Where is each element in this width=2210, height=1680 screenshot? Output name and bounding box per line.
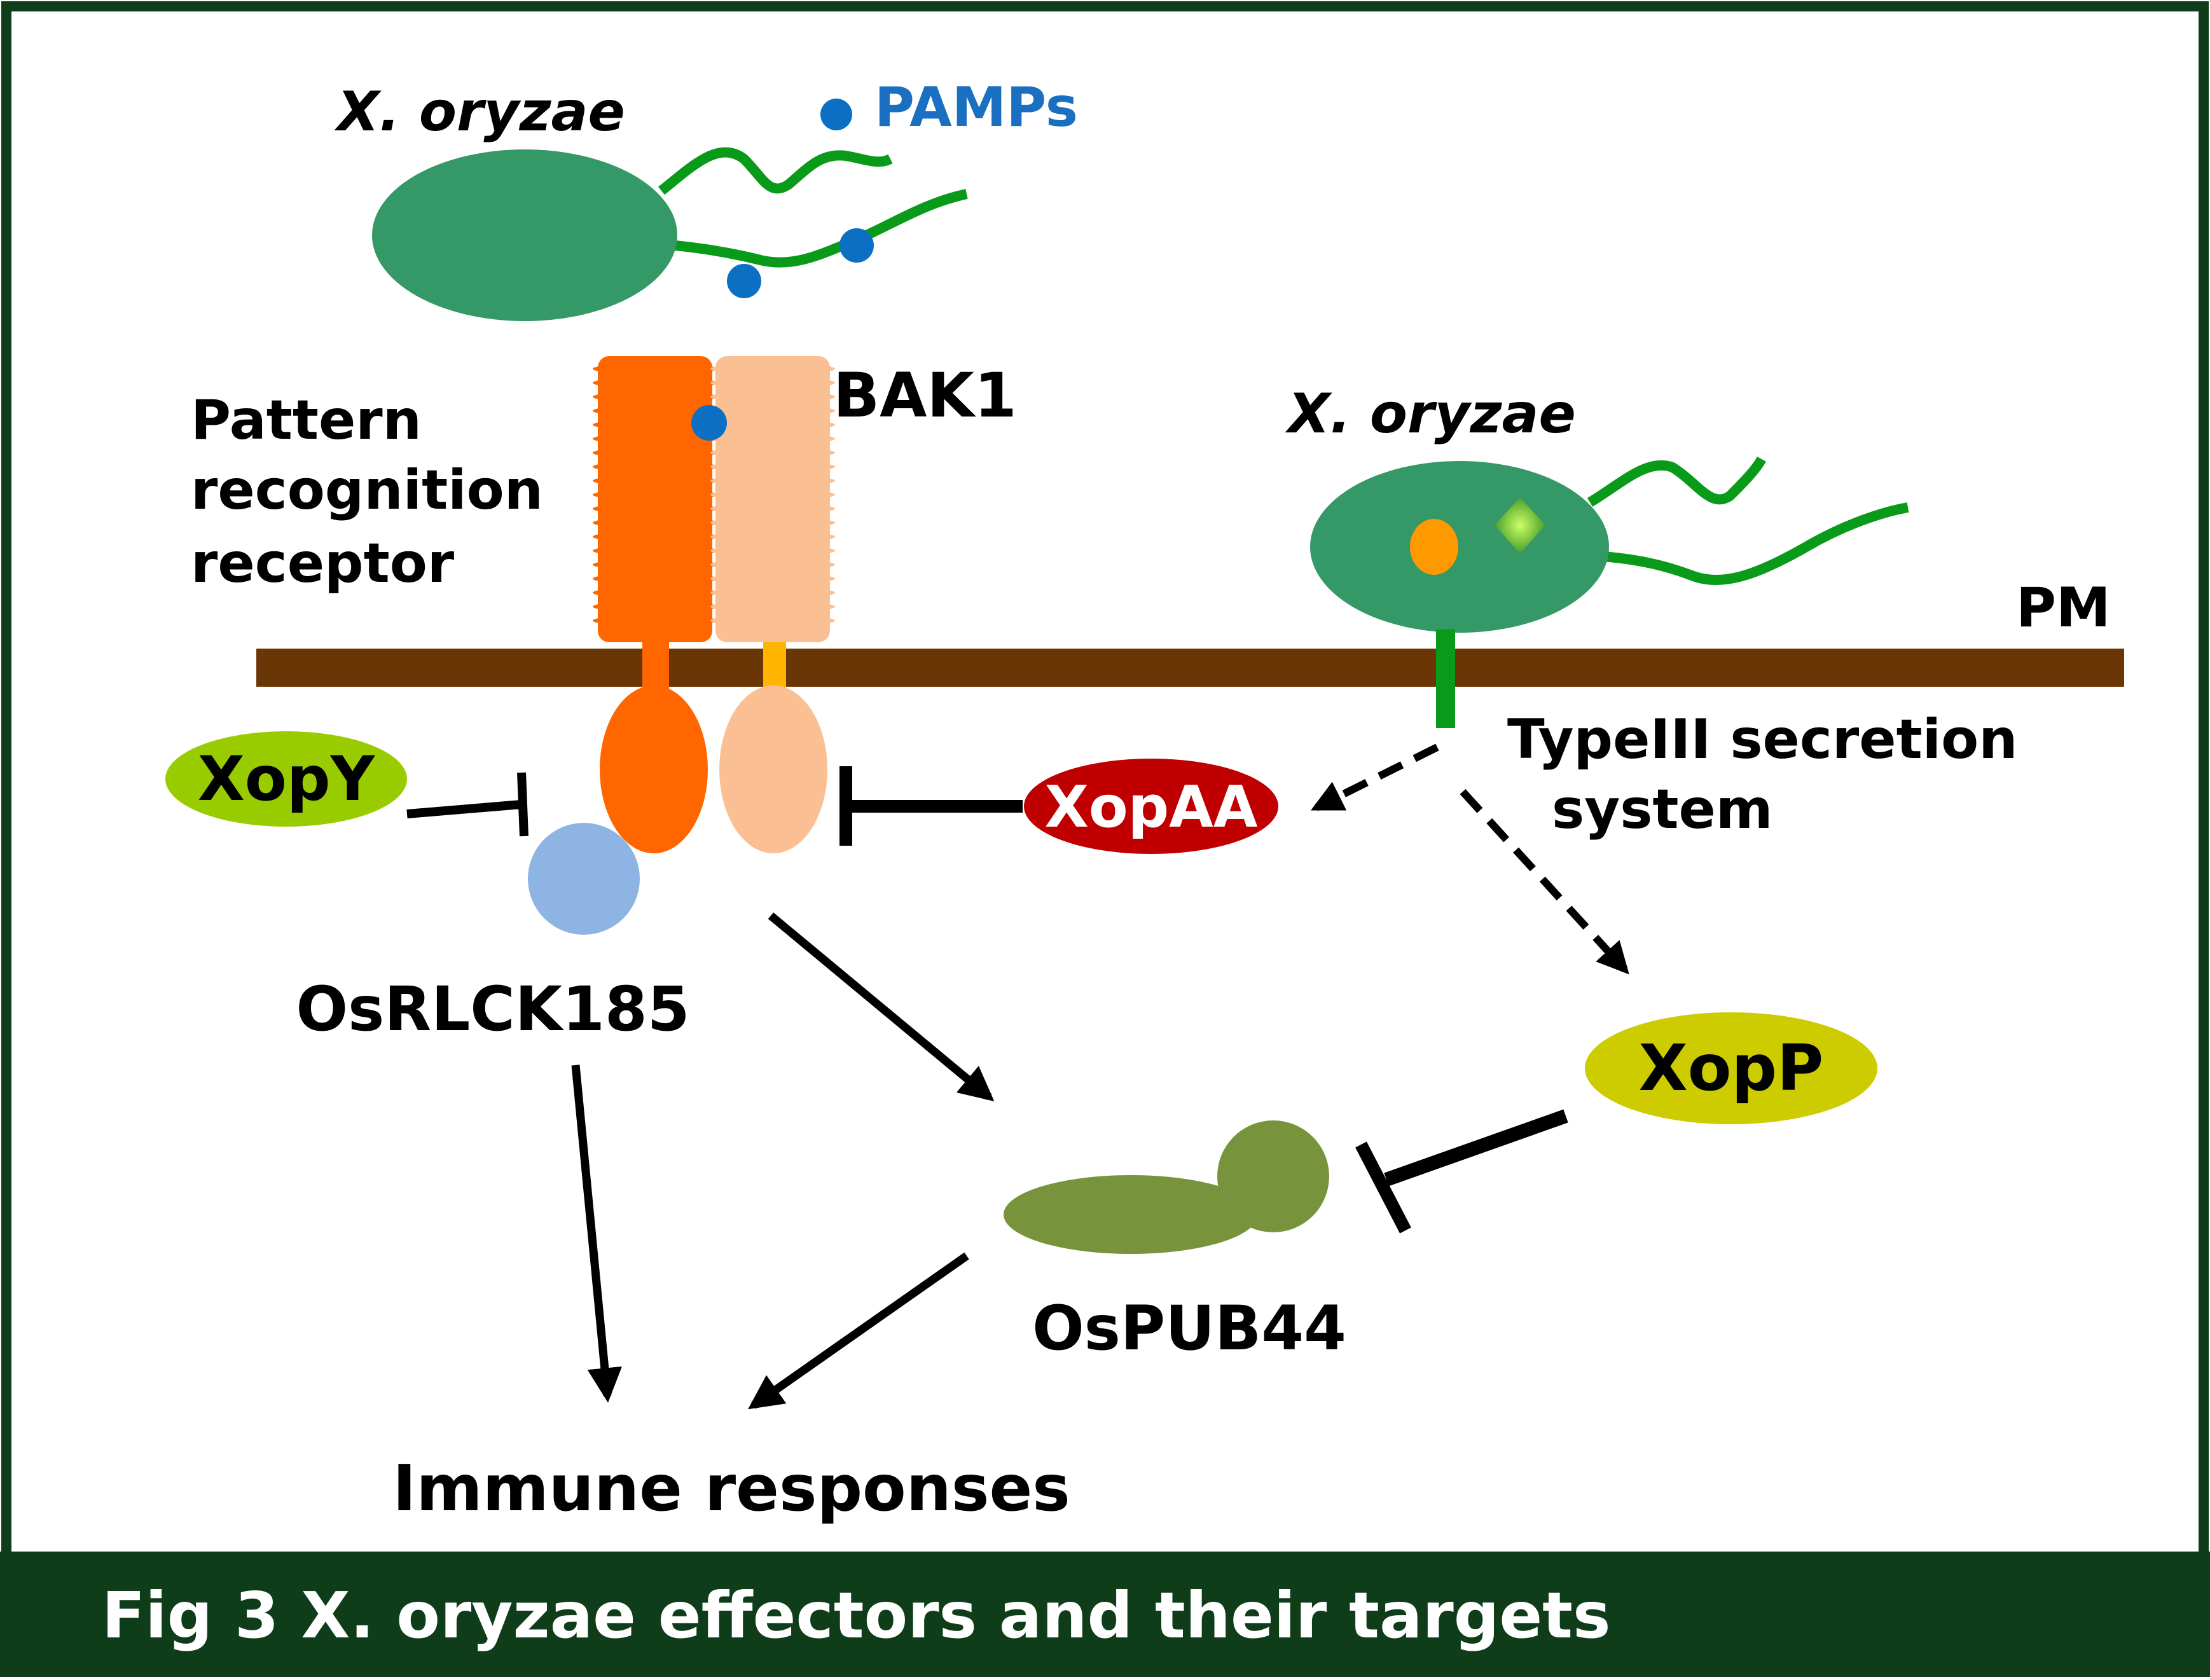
- prr-kinase-domain: [600, 685, 708, 853]
- prr-label-line3: receptor: [191, 532, 455, 595]
- xopp-label: XopP: [1639, 1031, 1824, 1105]
- receptor-ridge: [593, 433, 717, 444]
- receptor-ridge: [710, 587, 835, 598]
- pamp-dot: [839, 228, 874, 263]
- xopy-effector: [165, 731, 407, 827]
- receptor-ridge: [593, 503, 717, 514]
- receptor-ridge: [710, 503, 835, 514]
- secretion-arrow-xopaa: [1310, 743, 1439, 811]
- inhibition-bar: [1355, 1141, 1411, 1234]
- receptor-ridge: [710, 545, 835, 556]
- receptor-ridge: [593, 363, 717, 375]
- bacterium-top-label: X. oryzae: [334, 80, 625, 144]
- inhibition-xopp-ospub44: [1355, 1109, 1568, 1234]
- inhibition-line: [1384, 1109, 1568, 1187]
- flagellum-lower: [667, 189, 968, 268]
- type-iii-secretion-needle: [1436, 630, 1455, 728]
- ospub44-protein: [1004, 1120, 1329, 1254]
- flagellum-upper: [1587, 456, 1766, 507]
- receptor-ridge: [710, 377, 835, 389]
- inhibition-xopy-osrlck185: [406, 772, 528, 837]
- plasma-membrane: [256, 649, 2124, 687]
- bak1-label: BAK1: [833, 360, 1017, 431]
- receptor-ridge: [710, 461, 835, 472]
- immune-responses-label: Immune responses: [392, 1451, 1070, 1525]
- xopy-label: XopY: [198, 743, 376, 815]
- ospub44-domain: [1217, 1120, 1329, 1232]
- arrow-osrlck185-to-immune: [571, 1064, 622, 1403]
- inhibition-bar: [517, 772, 528, 837]
- pamp-dot: [820, 99, 852, 130]
- receptor-ridge: [710, 615, 835, 626]
- receptor-ridge: [710, 419, 835, 430]
- arrow-ospub44-to-immune: [748, 1252, 969, 1410]
- prr-ridges: [593, 363, 717, 626]
- effector-orange: [1410, 519, 1458, 575]
- t3ss-label-line1: TypeIII secretion: [1507, 708, 2017, 771]
- receptor-ridge: [593, 517, 717, 528]
- receptor-ridge: [593, 489, 717, 500]
- pamp-dot: [727, 264, 761, 298]
- bacterium-body-top: [372, 149, 677, 321]
- receptor-ridge: [593, 447, 717, 458]
- bak1-coreceptor: [710, 356, 835, 853]
- xopaa-effector: [1024, 759, 1278, 854]
- receptor-ridge: [710, 433, 835, 444]
- receptor-ridge: [710, 447, 835, 458]
- bacterium-body-right: [1310, 461, 1609, 633]
- flagellum-upper: [658, 147, 893, 195]
- receptor-ridge: [710, 559, 835, 570]
- effector-diamond: [1495, 497, 1545, 553]
- bacterium-right: [1310, 456, 1909, 728]
- xopp-effector: [1585, 1012, 1877, 1124]
- flagellum-lower: [1602, 502, 1909, 585]
- ospub44-body: [1004, 1175, 1258, 1254]
- receptor-ridge: [710, 531, 835, 542]
- receptor-ridge: [710, 601, 835, 612]
- prr-label-line1: Pattern: [191, 389, 422, 452]
- receptor-ridge: [593, 377, 717, 389]
- receptor-ridge: [593, 573, 717, 584]
- receptor-ridge: [593, 615, 717, 626]
- caption-band: [0, 1552, 2210, 1677]
- osrlck185-label: OsRLCK185: [296, 974, 689, 1045]
- ospub44-label: OsPUB44: [1032, 1293, 1346, 1364]
- t3ss-label-line2: system: [1552, 778, 1773, 841]
- receptor-ridge: [593, 475, 717, 486]
- receptor-ridge: [710, 475, 835, 486]
- pattern-recognition-receptor: [593, 356, 717, 853]
- inhibition-line: [406, 800, 522, 818]
- bacterium-top: [372, 99, 968, 321]
- receptor-ridge: [710, 489, 835, 500]
- pm-label: PM: [2016, 576, 2111, 640]
- bak1-kinase-domain: [719, 685, 827, 853]
- figure-caption: Fig 3 X. oryzae effectors and their targ…: [102, 1578, 1611, 1653]
- xopaa-label: XopAA: [1045, 774, 1258, 841]
- receptor-ridge: [593, 461, 717, 472]
- bound-pamp-dot: [691, 405, 727, 441]
- osrlck185-protein: [528, 823, 640, 935]
- receptor-ridge: [710, 363, 835, 375]
- receptor-ridge: [710, 391, 835, 403]
- receptor-ridge: [593, 601, 717, 612]
- receptor-ridge: [593, 391, 717, 403]
- receptor-ridge: [710, 573, 835, 584]
- receptor-ridge: [593, 531, 717, 542]
- bacterium-right-label: X. oryzae: [1285, 382, 1576, 446]
- receptor-ridge: [593, 587, 717, 598]
- bak1-ridges: [710, 363, 835, 626]
- receptor-ridge: [593, 405, 717, 417]
- secretion-arrow-xopp: [1460, 788, 1629, 975]
- pamps-label: PAMPs: [874, 76, 1078, 139]
- receptor-ridge: [593, 419, 717, 430]
- inhibition-xopaa-bak1: [839, 766, 1023, 846]
- receptor-ridge: [710, 517, 835, 528]
- receptor-ridge: [710, 405, 835, 417]
- receptor-ridge: [593, 545, 717, 556]
- receptor-ridge: [593, 559, 717, 570]
- arrow-bak1-to-ospub44: [768, 912, 995, 1101]
- prr-label-line2: recognition: [191, 458, 543, 522]
